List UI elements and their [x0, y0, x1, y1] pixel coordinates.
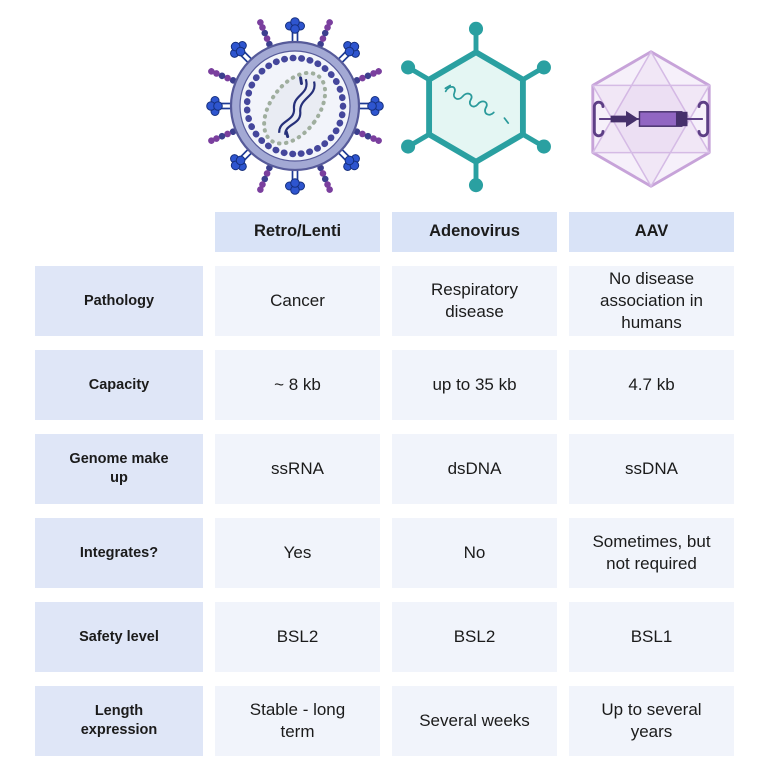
cell-pathology-retro-lenti: Cancer [215, 266, 380, 336]
row-label-pathology: Pathology [35, 266, 203, 336]
cell-expression-aav: Up to several years [569, 686, 734, 756]
retro-lenti-virus-icon [205, 16, 385, 196]
cell-genome-retro-lenti: ssRNA [215, 434, 380, 504]
cell-safety-adenovirus: BSL2 [392, 602, 557, 672]
cell-integrates-retro-lenti: Yes [215, 518, 380, 588]
cell-pathology-adenovirus: Respiratory disease [392, 266, 557, 336]
cell-capacity-adenovirus: up to 35 kb [392, 350, 557, 420]
cell-capacity-aav: 4.7 kb [569, 350, 734, 420]
row-label-safety-level: Safety level [35, 602, 203, 672]
cell-integrates-adenovirus: No [392, 518, 557, 588]
column-header-retro-lenti: Retro/Lenti [215, 212, 380, 252]
cell-capacity-retro-lenti: ~ 8 kb [215, 350, 380, 420]
cell-expression-retro-lenti: Stable - long term [215, 686, 380, 756]
adenovirus-icon [401, 21, 551, 193]
column-header-adenovirus: Adenovirus [392, 212, 557, 252]
row-label-capacity: Capacity [35, 350, 203, 420]
column-header-aav: AAV [569, 212, 734, 252]
cell-genome-adenovirus: dsDNA [392, 434, 557, 504]
cell-integrates-aav: Sometimes, but not required [569, 518, 734, 588]
cell-pathology-aav: No disease association in humans [569, 266, 734, 336]
cell-expression-adenovirus: Several weeks [392, 686, 557, 756]
aav-virus-icon [591, 50, 711, 188]
header-spacer [35, 212, 203, 252]
cell-safety-aav: BSL1 [569, 602, 734, 672]
cell-genome-aav: ssDNA [569, 434, 734, 504]
cell-safety-retro-lenti: BSL2 [215, 602, 380, 672]
row-label-integrates: Integrates? [35, 518, 203, 588]
vector-comparison-table: Retro/Lenti Adenovirus AAV Pathology Can… [35, 212, 768, 756]
row-label-length-expression: Length expression [35, 686, 203, 756]
row-label-genome-make-up: Genome make up [35, 434, 203, 504]
aav-gene-cassette [592, 100, 710, 138]
